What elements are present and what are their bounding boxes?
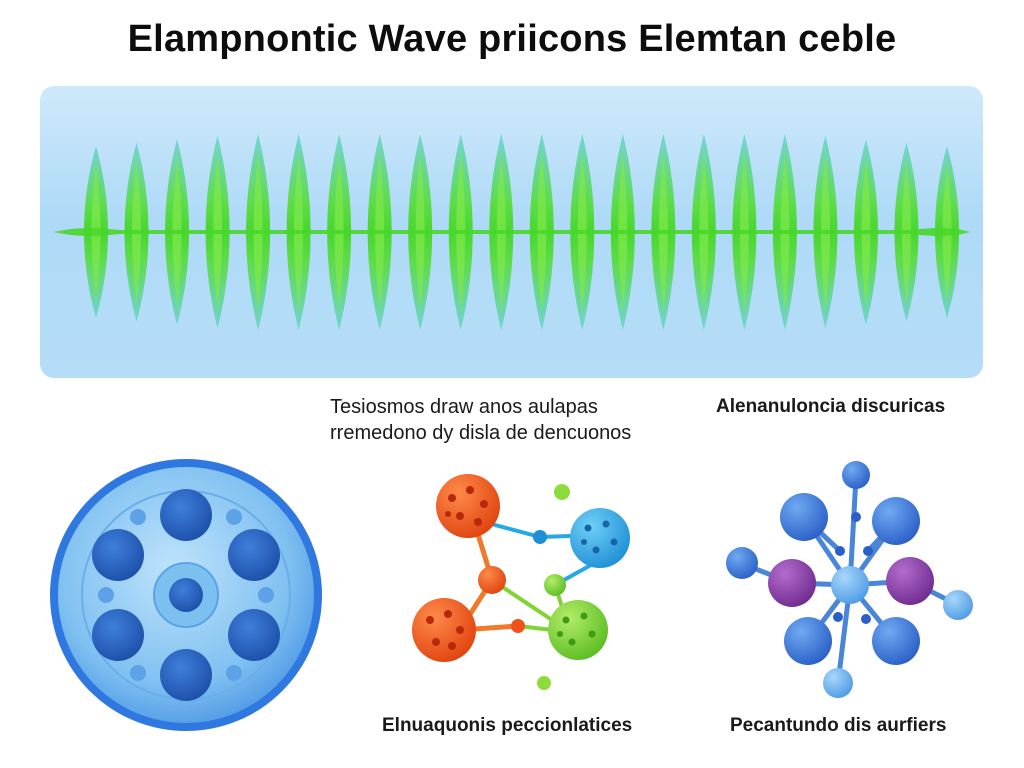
atom-dots: [426, 610, 464, 650]
middle-caption-line2: rremedono dy disla de dencuonos: [330, 422, 632, 444]
disc-hole: [160, 489, 212, 541]
atom-green: [548, 600, 608, 660]
disc-small-hole: [226, 509, 242, 525]
disc-small-hole: [130, 509, 146, 525]
top-right-caption: Alenanuloncia discuricas: [716, 396, 946, 417]
disc-hole: [92, 609, 144, 661]
page-title: Elampnontic Wave priicons Elemtan ceble: [127, 18, 897, 60]
disc-hole: [92, 529, 144, 581]
disc-small-hole: [226, 665, 242, 681]
bottom-middle-caption: Elnuaquonis peccionlatices: [382, 715, 633, 736]
disc-hole: [228, 529, 280, 581]
atom-green-small: [544, 574, 566, 596]
disc-hole: [228, 609, 280, 661]
cluster-atom-tiny: [863, 546, 873, 556]
atom-cyan: [570, 508, 630, 568]
cluster-atom-blue: [842, 461, 870, 489]
cluster-atom-tiny: [861, 614, 871, 624]
atom-green-floating: [537, 676, 551, 690]
atom-dots: [445, 486, 488, 526]
middle-caption-line1: Tesiosmos draw anos aulapas: [330, 396, 598, 418]
disc-hole: [160, 649, 212, 701]
atom-green-floating: [554, 484, 570, 500]
cluster-atom-purple: [886, 557, 934, 605]
wave-illustration: [54, 134, 970, 330]
bottom-right-caption: Pecantundo dis aurfiers: [730, 715, 947, 736]
cluster-atom-tiny: [833, 612, 843, 622]
atom-orange-small: [478, 566, 506, 594]
atom-orange: [412, 598, 476, 662]
disc-small-hole: [130, 665, 146, 681]
cluster-atom-purple: [768, 559, 816, 607]
atom-cyan-tiny: [533, 530, 547, 544]
atom-orange-tiny: [511, 619, 525, 633]
molecule-network-illustration: [412, 474, 630, 690]
cluster-atom-blue: [726, 547, 758, 579]
cell-disc-illustration: [50, 459, 322, 731]
cluster-atom-light: [943, 590, 973, 620]
atom-dots: [581, 520, 618, 554]
cluster-atom-center: [831, 566, 869, 604]
atom-dots: [557, 612, 596, 646]
disc-center-hole: [169, 578, 203, 612]
cluster-atom-blue: [872, 497, 920, 545]
molecule-cluster-illustration: [726, 461, 973, 698]
cluster-atom-tiny: [851, 512, 861, 522]
disc-small-hole: [258, 587, 274, 603]
cluster-atom-blue: [780, 493, 828, 541]
atom-orange: [436, 474, 500, 538]
cluster-atom-blue: [784, 617, 832, 665]
middle-caption: Tesiosmos draw anos aulapas rremedono dy…: [330, 394, 631, 446]
wave-panel: [40, 86, 983, 378]
cluster-atom-blue: [872, 617, 920, 665]
cluster-atom-light: [823, 668, 853, 698]
disc-small-hole: [98, 587, 114, 603]
wave-baseline: [54, 228, 970, 236]
cluster-atom-tiny: [835, 546, 845, 556]
